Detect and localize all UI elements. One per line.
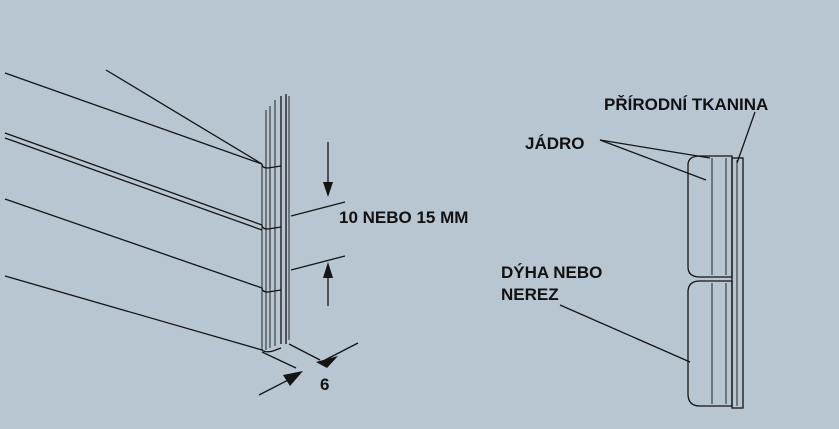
thickness-dimension-label: 6 (320, 375, 330, 394)
natural-fabric-label: PŘÍRODNÍ TKANINA (604, 95, 769, 114)
panel-edge-4 (4, 137, 263, 231)
thickness-arrow-right-icon (283, 371, 303, 386)
core-leader-line-2 (599, 139, 711, 159)
thickness-dimension (258, 342, 359, 396)
panel-top-edge-1 (4, 72, 263, 165)
height-dimension (290, 142, 346, 306)
thickness-arrow-left-icon (316, 356, 338, 368)
core-leader-line-1 (599, 139, 707, 181)
panel-top-edge-2 (105, 69, 263, 165)
panel-edge-3 (4, 132, 263, 226)
veneer-label-line2: NEREZ (501, 285, 559, 304)
panel-bottom-edge (4, 275, 263, 351)
fabric-leader-line (736, 111, 756, 164)
panel-stack-drawing (4, 69, 290, 353)
core-label: JÁDRO (525, 134, 585, 153)
veneer-label-line1: DÝHA NEBO (501, 263, 603, 282)
height-arrow-down-icon (323, 182, 333, 197)
height-dimension-label: 10 NEBO 15 MM (339, 208, 469, 227)
edge-cross-section (559, 111, 756, 409)
veneer-leader-line (559, 304, 691, 363)
height-arrow-up-icon (323, 262, 333, 278)
panel-edge-5 (4, 198, 263, 289)
